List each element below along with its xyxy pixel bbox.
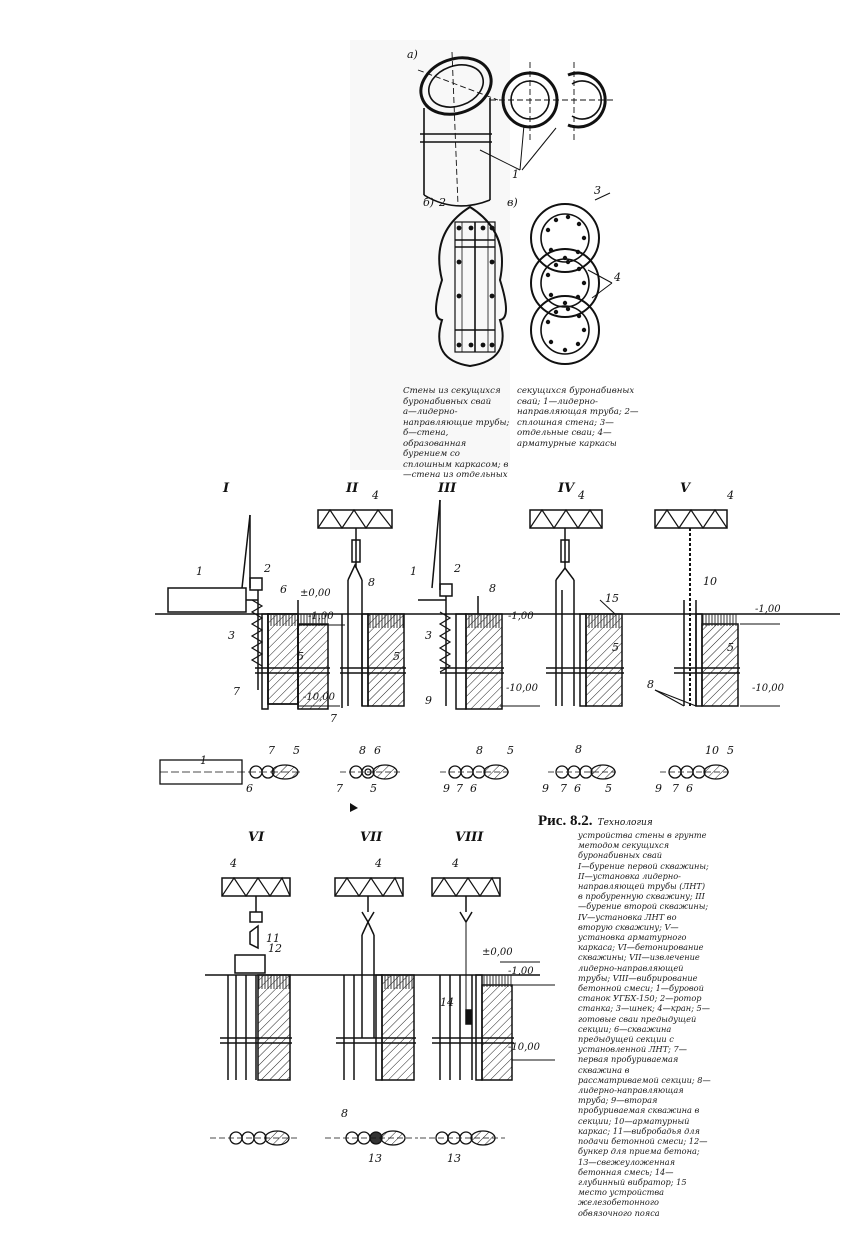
- num-14-h: 14: [440, 996, 454, 1009]
- plan-num-7-d: 7: [560, 782, 567, 795]
- plan-num-5-c: 5: [507, 744, 514, 757]
- plan-num-5-b: 5: [370, 782, 377, 795]
- num-8-b: 8: [368, 576, 375, 589]
- elev-minus10-3: -10,00: [506, 683, 539, 694]
- plan-views-row-1: [159, 759, 730, 785]
- callout-1: 1: [512, 168, 519, 181]
- elev-minus1-5: -1,00: [755, 604, 781, 615]
- figure-title: Рис. 8.2.: [538, 813, 593, 829]
- stage-6-drawing: [205, 876, 320, 1081]
- num-4-e: 4: [727, 489, 734, 502]
- num-5-e: 5: [727, 641, 734, 654]
- panel-label-c: в): [507, 196, 518, 209]
- figure-caption: Рис. 8.2. Технология устройства стены в …: [538, 810, 711, 1218]
- arrow-mark: [350, 803, 358, 812]
- plan-num-6-c: 6: [470, 782, 477, 795]
- num-7-a: 7: [233, 685, 240, 698]
- num-6-a: 6: [280, 583, 287, 596]
- panel-label-b: б): [423, 196, 435, 209]
- stage-label-2: II: [346, 481, 359, 496]
- stage-label-1: I: [223, 481, 230, 496]
- elev-zero-8: ±0,00: [482, 947, 513, 958]
- top-figure-drawing: [350, 40, 615, 470]
- num-8-c: 8: [489, 582, 496, 595]
- stage-5-drawing: [654, 508, 780, 707]
- stage-label-8: VIII: [455, 830, 484, 845]
- num-13-h: 13: [447, 1152, 461, 1165]
- callout-3: 3: [594, 184, 601, 197]
- num-13-g: 13: [368, 1152, 382, 1165]
- num-4-h: 4: [452, 857, 459, 870]
- figure-caption-body: устройства стены в грунте методом секущи…: [578, 830, 711, 1218]
- callout-2: 2: [439, 196, 446, 209]
- plan-num-6-b: 6: [374, 744, 381, 757]
- num-1-a: 1: [196, 565, 203, 578]
- elev-minus10-5: -10,00: [752, 683, 785, 694]
- top-caption-col1: Стены из секущихся буронабивных свай а—л…: [403, 386, 510, 480]
- elev-minus10-8: -10,00: [508, 1042, 541, 1053]
- num-12-f: 12: [268, 942, 282, 955]
- elev-zero-1: ±0,00: [300, 588, 331, 599]
- stage-1-drawing: [167, 514, 345, 710]
- num-5-a: 5: [297, 650, 304, 663]
- stage-label-4: IV: [558, 481, 575, 496]
- stage-label-6: VI: [248, 830, 265, 845]
- elev-minus10-1: -10,00: [303, 692, 336, 703]
- figure-title-tail: Технология: [597, 818, 653, 828]
- stage-label-3: III: [438, 481, 457, 496]
- top-figure: а) 1 б) 2 в) 3 4 Стены из секущихся буро…: [0, 0, 850, 480]
- num-3-c: 3: [425, 629, 432, 642]
- stage-7-drawing: [320, 876, 420, 1081]
- num-2-c: 2: [454, 562, 461, 575]
- stage-8-drawing: [420, 876, 555, 1081]
- elev-minus1-1: -1,00: [308, 611, 334, 622]
- num-4-b: 4: [372, 489, 379, 502]
- plan-num-8-b: 8: [359, 744, 366, 757]
- panel-label-a: а): [407, 48, 418, 61]
- num-8-g: 8: [341, 1107, 348, 1120]
- plan-num-8-c: 8: [476, 744, 483, 757]
- plan-num-9-e: 9: [655, 782, 662, 795]
- elev-minus1-3: -1,00: [508, 611, 534, 622]
- num-5-d: 5: [612, 641, 619, 654]
- elev-minus1-8: -1,00: [508, 966, 534, 977]
- num-1-c: 1: [410, 565, 417, 578]
- stage-label-7: VII: [360, 830, 383, 845]
- num-3-a: 3: [228, 629, 235, 642]
- num-11-f: 11: [266, 932, 280, 945]
- num-10-e: 10: [703, 575, 717, 588]
- num-7-b: 7: [330, 712, 337, 725]
- plan-num-10-e: 10: [705, 744, 719, 757]
- num-8-e: 8: [647, 678, 654, 691]
- plan-num-5: 5: [293, 744, 300, 757]
- plan-views-row-2: [210, 1130, 505, 1146]
- plan-num-6-e: 6: [686, 782, 693, 795]
- callout-4: 4: [614, 271, 621, 284]
- plan-num-7-c: 7: [456, 782, 463, 795]
- num-15-d: 15: [605, 592, 619, 605]
- num-4-f: 4: [230, 857, 237, 870]
- plan-num-5-e: 5: [727, 744, 734, 757]
- num-9-c: 9: [425, 694, 432, 707]
- stage-4-drawing: [529, 508, 624, 707]
- plan-num-8-d: 8: [575, 743, 582, 756]
- num-4-d: 4: [578, 489, 585, 502]
- num-5-b: 5: [393, 650, 400, 663]
- stage-label-5: V: [680, 481, 691, 496]
- num-4-g: 4: [375, 857, 382, 870]
- plan-num-9-d: 9: [542, 782, 549, 795]
- plan-num-6-d: 6: [574, 782, 581, 795]
- plan-num-7: 7: [268, 744, 275, 757]
- num-2-a: 2: [264, 562, 271, 575]
- stage-3-drawing: [418, 499, 540, 710]
- plan-num-5-d: 5: [605, 782, 612, 795]
- stage-2-drawing: [317, 508, 406, 708]
- plan-num-6: 6: [246, 782, 253, 795]
- plan-num-1: 1: [200, 754, 207, 767]
- plan-num-7-e: 7: [672, 782, 679, 795]
- plan-num-9-c: 9: [443, 782, 450, 795]
- top-caption-col2: секущихся буронабивных свай; 1—лидерно-н…: [517, 386, 639, 449]
- plan-num-7-b: 7: [336, 782, 343, 795]
